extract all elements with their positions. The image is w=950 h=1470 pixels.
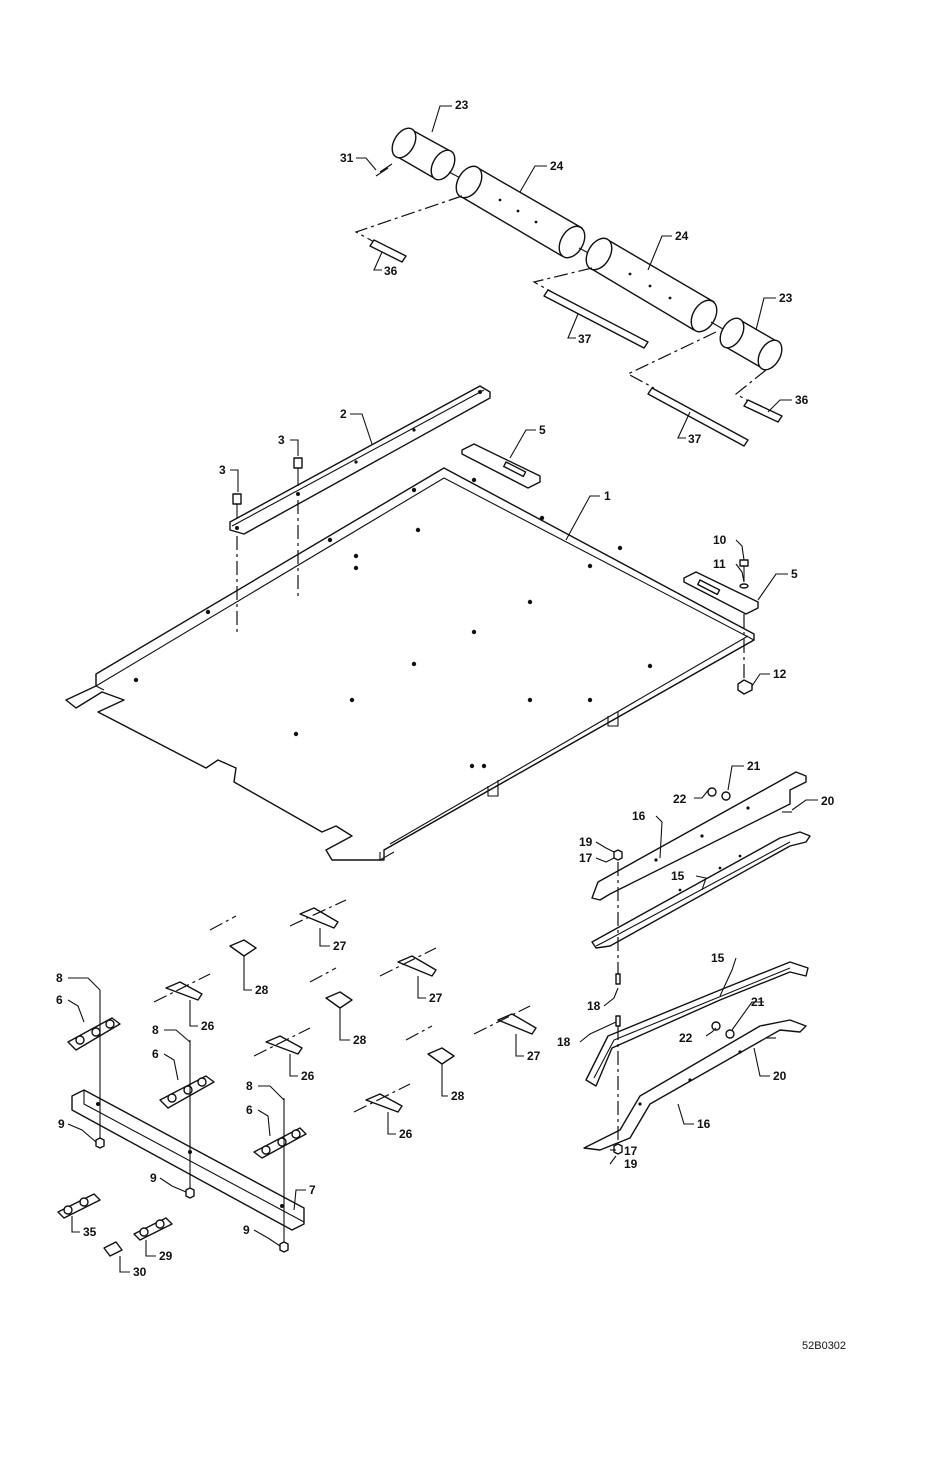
side-rail-upper	[592, 772, 810, 984]
callout-9-a: 9	[58, 1117, 65, 1131]
callout-36-right: 36	[795, 393, 809, 407]
callout-6-b: 6	[152, 1047, 159, 1061]
callout-21-lower: 21	[751, 995, 765, 1009]
callout-5-right: 5	[791, 567, 798, 581]
callout-20-upper: 20	[821, 794, 835, 808]
cross-bar	[72, 1090, 304, 1230]
callout-23-top: 23	[455, 98, 469, 112]
pin	[376, 164, 392, 176]
end-roller-right	[715, 314, 786, 374]
callout-17-lower: 17	[624, 1144, 638, 1158]
hex-nut	[738, 680, 752, 694]
callout-27-c: 27	[527, 1049, 541, 1063]
callout-24-top: 24	[550, 159, 564, 173]
callout-27-b: 27	[429, 991, 443, 1005]
callout-6-a: 6	[56, 993, 63, 1007]
callout-3-right: 3	[278, 433, 285, 447]
callout-28-a: 28	[255, 983, 269, 997]
callout-35: 35	[83, 1225, 97, 1239]
callout-20-lower: 20	[773, 1069, 787, 1083]
callout-28-c: 28	[451, 1089, 465, 1103]
callout-16-upper: 16	[632, 809, 646, 823]
callout-26-a: 26	[201, 1019, 215, 1033]
callout-12: 12	[773, 667, 787, 681]
callout-15-lower: 15	[711, 951, 725, 965]
callout-8-b: 8	[152, 1023, 159, 1037]
callout-7: 7	[309, 1183, 316, 1197]
callout-31: 31	[340, 151, 354, 165]
callout-3-left: 3	[219, 463, 226, 477]
base-plate	[66, 468, 754, 860]
wear-strip-short	[370, 240, 406, 262]
slat-clips	[166, 908, 536, 1112]
callout-37-lower: 37	[688, 432, 702, 446]
callout-18-lower: 18	[557, 1035, 571, 1049]
callout-26-b: 26	[301, 1069, 315, 1083]
callout-29: 29	[159, 1249, 173, 1263]
callout-11: 11	[713, 557, 726, 571]
callout-26-c: 26	[399, 1127, 413, 1141]
callout-1: 1	[604, 489, 611, 503]
callout-18-upper: 18	[587, 999, 601, 1013]
callout-21-upper: 21	[747, 759, 761, 773]
callout-37-upper: 37	[578, 332, 592, 346]
callout-8-a: 8	[56, 971, 63, 985]
callout-23-right: 23	[779, 291, 793, 305]
end-roller-left	[387, 124, 459, 184]
callout-16-lower: 16	[697, 1117, 711, 1131]
callout-36-left: 36	[384, 264, 398, 278]
drawing-number: 52B0302	[802, 1340, 846, 1352]
callout-9-c: 9	[243, 1223, 250, 1237]
callout-2: 2	[340, 407, 347, 421]
callout-9-b: 9	[150, 1171, 157, 1185]
callout-17-upper: 17	[579, 851, 593, 865]
callout-19-upper: 19	[579, 835, 593, 849]
callout-6-c: 6	[246, 1103, 253, 1117]
long-roller-upper	[451, 162, 590, 262]
callout-22-upper: 22	[673, 792, 687, 806]
wear-strip-long	[544, 290, 648, 348]
callout-10: 10	[713, 533, 727, 547]
chain-links	[58, 1018, 306, 1256]
callout-30: 30	[133, 1265, 147, 1279]
callout-15-upper: 15	[671, 869, 685, 883]
callout-19-lower: 19	[624, 1157, 638, 1171]
side-rail-lower	[584, 962, 808, 1154]
callout-24-mid: 24	[675, 229, 689, 243]
callout-8-c: 8	[246, 1079, 253, 1093]
callout-5-top: 5	[539, 423, 546, 437]
callout-22-lower: 22	[679, 1031, 693, 1045]
callout-28-b: 28	[353, 1033, 367, 1047]
callout-27-a: 27	[333, 939, 347, 953]
